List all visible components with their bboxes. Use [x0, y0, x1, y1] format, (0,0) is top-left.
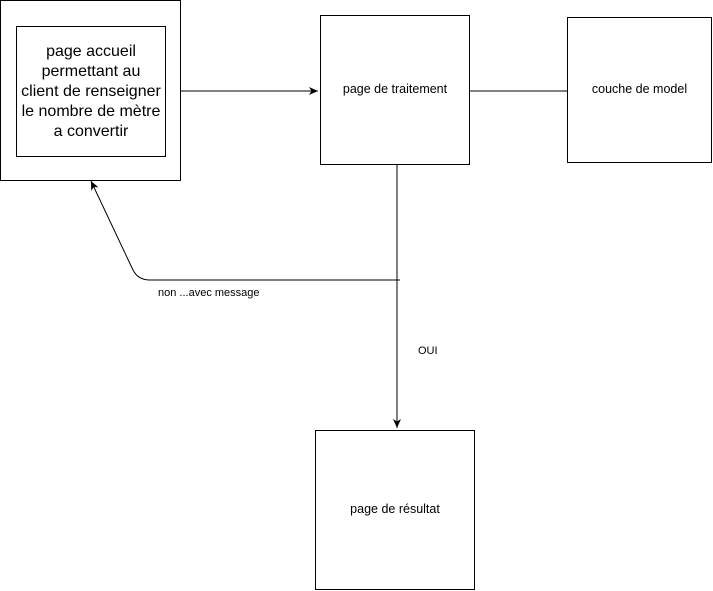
node-accueil-outer: page accueil permettant au client de ren…: [0, 0, 181, 181]
edge-oui-label: OUI: [418, 345, 438, 357]
node-model-label: couche de model: [591, 82, 688, 97]
node-resultat-label: page de résultat: [350, 502, 440, 517]
edge-non-label: non ...avec message: [158, 287, 260, 299]
node-traitement: page de traitement: [320, 15, 470, 165]
node-model: couche de model: [567, 17, 712, 163]
node-accueil: page accueil permettant au client de ren…: [16, 26, 166, 157]
edge-non-back-to-accueil: [90, 180, 400, 281]
node-accueil-label: page accueil permettant au client de ren…: [21, 42, 161, 140]
node-resultat: page de résultat: [315, 430, 475, 590]
node-traitement-label: page de traitement: [342, 81, 448, 96]
